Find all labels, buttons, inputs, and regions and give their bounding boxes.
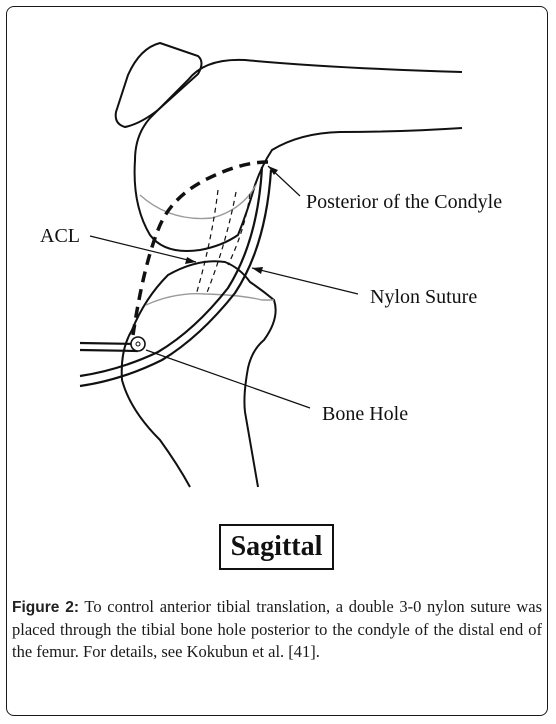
- suture-tail-2: [79, 348, 139, 353]
- figure-caption: Figure 2: To control anterior tibial tra…: [12, 596, 542, 663]
- nylon-suture-line-2: [79, 169, 273, 388]
- caption-label: Figure 2:: [12, 599, 80, 616]
- leader-bone-hole: [145, 349, 311, 409]
- suture-tail-1: [79, 341, 139, 346]
- label-acl: ACL: [40, 225, 80, 247]
- view-label-box: Sagittal: [219, 524, 334, 570]
- caption-text: To control anterior tibial translation, …: [12, 597, 542, 661]
- nylon-suture-line-1: [79, 166, 264, 378]
- bone-hole-center: [135, 341, 141, 347]
- leader-nylon-suture: [251, 267, 359, 295]
- tibia-outline: [120, 260, 277, 488]
- patella-outline: [114, 41, 203, 129]
- femoral-cartilage: [139, 184, 257, 220]
- arrowhead-acl: [185, 257, 196, 264]
- suture-dashed-path: [131, 160, 269, 336]
- arrowhead-posterior-condyle: [268, 166, 278, 175]
- arrowhead-nylon-suture: [252, 267, 263, 274]
- acl-fiber-3: [227, 193, 251, 266]
- tibial-cartilage: [145, 293, 274, 306]
- label-bone-hole: Bone Hole: [322, 403, 409, 425]
- leader-acl: [89, 235, 197, 263]
- view-label: Sagittal: [230, 531, 323, 562]
- acl-fiber-1: [195, 189, 219, 296]
- label-posterior-condyle: Posterior of the Condyle: [306, 191, 503, 213]
- femur-outline: [133, 58, 463, 252]
- label-nylon-suture: Nylon Suture: [370, 286, 478, 308]
- figure-frame: [6, 6, 548, 716]
- bone-hole: [130, 336, 146, 352]
- acl-fiber-2: [205, 191, 237, 296]
